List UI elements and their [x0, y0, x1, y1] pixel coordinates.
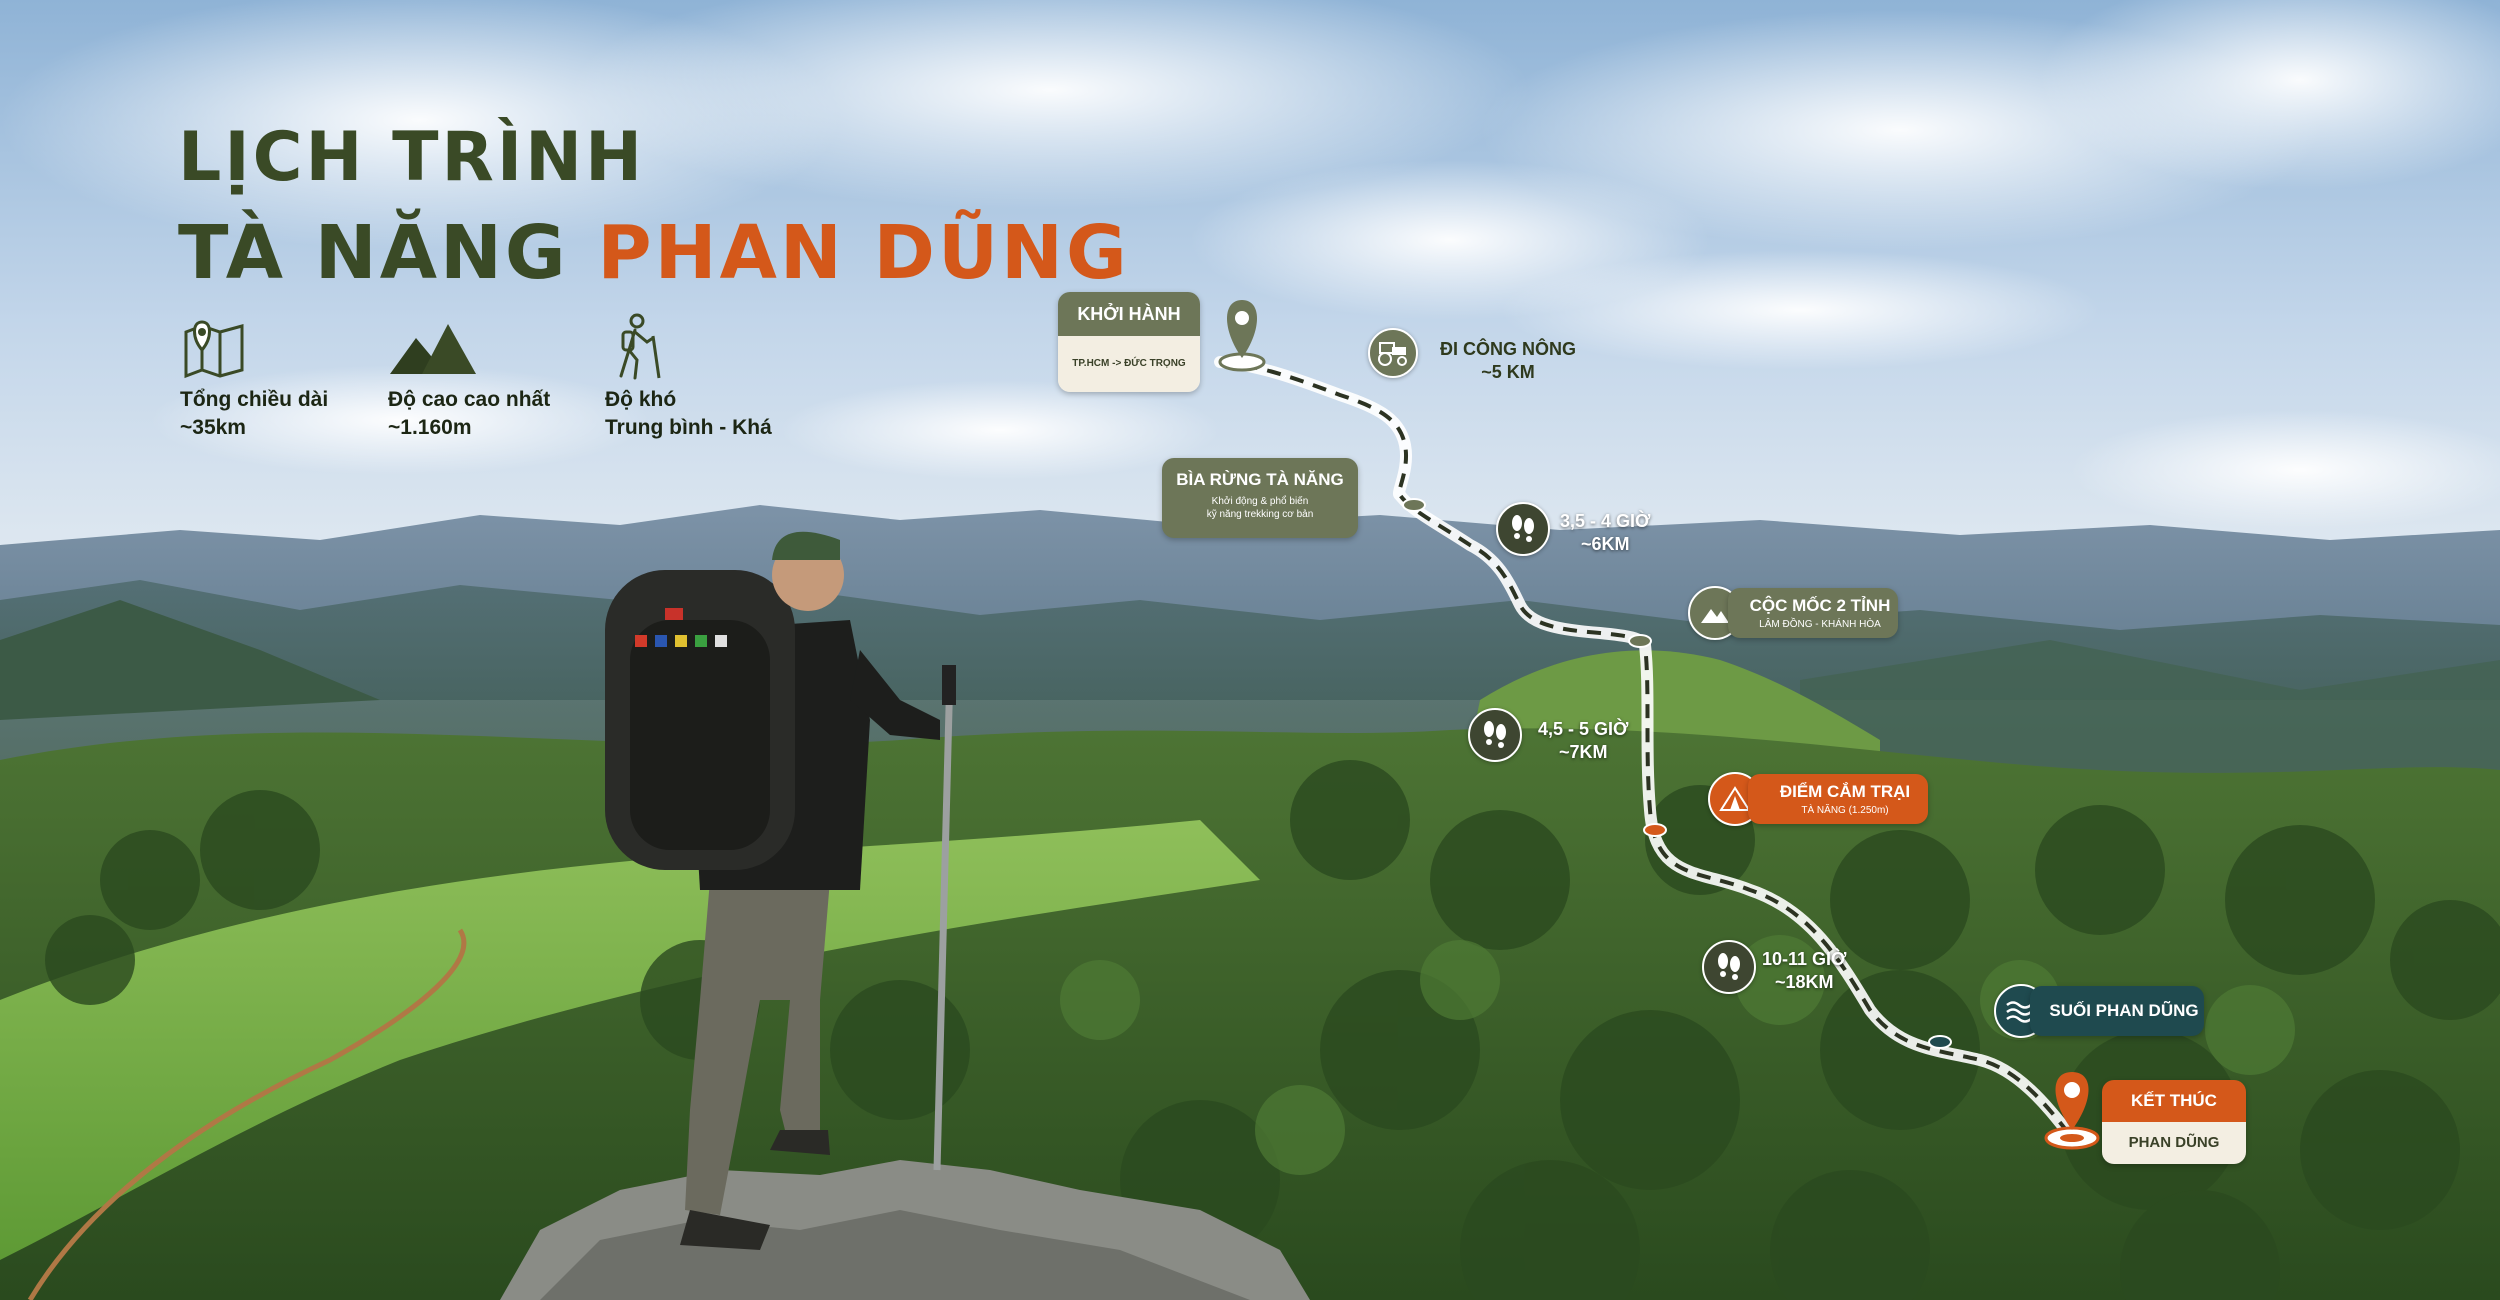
forest-gate-line2: kỹ năng trekking cơ bản [1206, 509, 1314, 520]
mountain-icon [1701, 609, 1729, 623]
segment-3-distance: ~18KM [1774, 972, 1834, 992]
title-line-2: TÀ NĂNG PHAN DŨNG [178, 210, 1130, 296]
footprints-icon [1718, 953, 1740, 980]
start-pin-icon [1218, 300, 1266, 372]
tractor-line2: ~5 KM [1481, 362, 1535, 382]
segment-2-time: 4,5 - 5 GIỜ [1538, 719, 1629, 739]
segment-3-badge [1702, 940, 1756, 994]
end-title: KẾT THÚC [2102, 1080, 2246, 1122]
camp-card: ĐIỂM CẮM TRẠI TÀ NĂNG (1.250m) [1748, 774, 1928, 824]
tent-icon [1719, 786, 1751, 811]
segment-3-time: 10-11 GIỜ [1762, 949, 1847, 969]
boundary-subtitle: LÂM ĐỒNG - KHÁNH HÒA [1759, 619, 1881, 630]
stat-total-length: Tổng chiều dài ~35km [180, 312, 328, 442]
stat-label: Độ khó [605, 388, 677, 411]
end-subtitle: PHAN DŨNG [2102, 1122, 2246, 1164]
segment-1-time: 3,5 - 4 GIỜ [1560, 511, 1651, 531]
footprints-icon [1484, 721, 1506, 748]
stat-max-altitude: Độ cao cao nhất ~1.160m [388, 312, 550, 442]
title-destination: TÀ NĂNG [178, 210, 569, 296]
mountain-icon [390, 324, 476, 374]
stat-value: ~1.160m [388, 416, 472, 439]
end-pin-icon [2044, 1072, 2100, 1150]
tractor-line1: ĐI CÔNG NÔNG [1440, 339, 1577, 359]
end-card: KẾT THÚC PHAN DŨNG [2102, 1080, 2246, 1164]
segment-2-label: 4,5 - 5 GIỜ ~7KM [1538, 718, 1628, 764]
camp-subtitle: TÀ NĂNG (1.250m) [1801, 805, 1889, 816]
segment-1-badge [1496, 502, 1550, 556]
stat-label: Độ cao cao nhất [388, 388, 551, 411]
start-subtitle: TP.HCM -> ĐỨC TRỌNG [1058, 336, 1200, 392]
start-card: KHỞI HÀNH TP.HCM -> ĐỨC TRỌNG [1058, 292, 1200, 392]
boundary-title: CỘC MỐC 2 TỈNH [1749, 596, 1891, 615]
camp-title: ĐIỂM CẮM TRẠI [1779, 782, 1911, 801]
segment-1-label: 3,5 - 4 GIỜ ~6KM [1560, 510, 1650, 556]
forest-gate-line1: Khởi động & phổ biến [1211, 496, 1309, 507]
stat-difficulty: Độ khó Trung bình - Khá [605, 312, 772, 442]
segment-2-badge [1468, 708, 1522, 762]
title-highlight: PHAN DŨNG [597, 210, 1130, 296]
tractor-label: ĐI CÔNG NÔNG ~5 KM [1440, 338, 1576, 384]
tractor-badge [1368, 328, 1418, 378]
hiker-icon [619, 313, 661, 380]
start-title: KHỞI HÀNH [1058, 292, 1200, 336]
segment-1-distance: ~6KM [1580, 534, 1630, 554]
forest-gate-card: BÌA RỪNG TÀ NĂNG Khởi động & phổ biến kỹ… [1162, 458, 1358, 538]
map-pin-icon [184, 320, 244, 379]
stat-label: Tổng chiều dài [180, 388, 329, 411]
hiker-figure [605, 531, 956, 1250]
boundary-badge [1688, 586, 1742, 640]
title-line-1: LỊCH TRÌNH [178, 118, 645, 197]
stat-value: Trung bình - Khá [605, 416, 772, 439]
forest-gate-title: BÌA RỪNG TÀ NĂNG [1176, 470, 1344, 489]
footprints-icon [1512, 515, 1534, 542]
segment-2-distance: ~7KM [1558, 742, 1608, 762]
segment-3-label: 10-11 GIỜ ~18KM [1762, 948, 1846, 994]
tractor-icon [1378, 342, 1407, 366]
boundary-card: CỘC MỐC 2 TỈNH LÂM ĐỒNG - KHÁNH HÒA [1728, 588, 1898, 638]
stream-card: SUỐI PHAN DŨNG [2030, 986, 2204, 1036]
stat-value: ~35km [180, 416, 246, 439]
stream-title: SUỐI PHAN DŨNG [2049, 1001, 2199, 1020]
